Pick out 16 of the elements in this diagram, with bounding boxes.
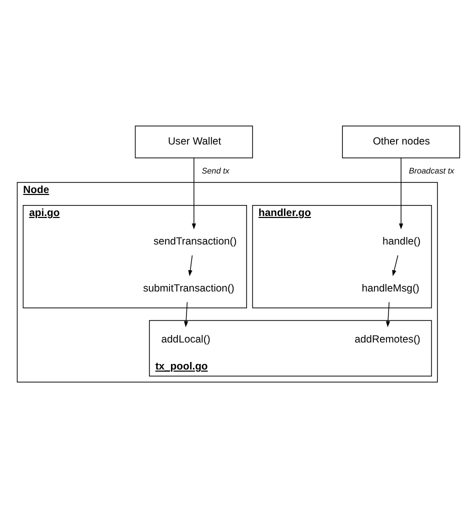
node-text: addLocal()	[161, 334, 210, 346]
node-text: handle()	[382, 236, 421, 248]
arrow	[398, 158, 404, 230]
arrow	[192, 158, 196, 230]
arrow	[188, 255, 193, 276]
node-box: User Wallet	[134, 126, 253, 158]
node-box: Other nodes	[342, 126, 460, 158]
arrow	[184, 302, 188, 328]
arrow	[392, 255, 398, 276]
edge-label: Broadcast tx	[408, 166, 454, 176]
node-text: submitTransaction()	[143, 283, 234, 294]
edge-label: Send tx	[202, 166, 230, 176]
node-text: sendTransaction()	[153, 236, 237, 248]
node-text: addRemotes()	[354, 334, 420, 346]
node-text: handleMsg()	[362, 283, 420, 294]
arrow	[386, 302, 390, 328]
